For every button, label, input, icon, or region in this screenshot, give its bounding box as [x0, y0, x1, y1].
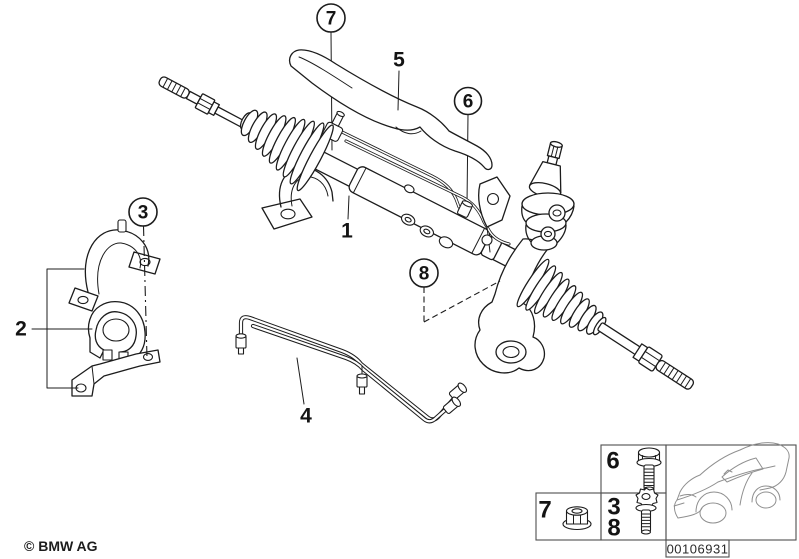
- callout-7-label[interactable]: 7: [326, 9, 337, 30]
- callout-5[interactable]: 5: [393, 49, 405, 72]
- leader-line-6: [466, 114, 469, 206]
- bellows-boot-right: [516, 258, 604, 335]
- leader-line-5: [397, 70, 400, 111]
- legend-ref-3: 3: [607, 494, 620, 521]
- part-number-box: [665, 539, 730, 558]
- callout-6[interactable]: 6: [453, 86, 483, 116]
- callout-3-label[interactable]: 3: [138, 203, 149, 224]
- callout-6-label[interactable]: 6: [463, 92, 474, 113]
- callout-8[interactable]: 8: [409, 258, 439, 288]
- torx-bolt-icon: [635, 487, 659, 535]
- legend-ref-8: 8: [607, 515, 620, 542]
- tie-rod-right: [592, 316, 695, 390]
- fastener-legend: 6 7 3 8: [535, 442, 797, 558]
- heat-shield-part: [288, 49, 493, 171]
- pinion-valve-housing: [474, 140, 575, 374]
- leader-line-8: [423, 280, 501, 323]
- leader-line-3: [142, 225, 148, 359]
- flange-nut-icon: [562, 506, 592, 531]
- part-number: 00106931: [667, 542, 729, 557]
- callout-4[interactable]: 4: [300, 405, 312, 428]
- legend-ref-7: 7: [538, 497, 551, 524]
- vehicle-thumbnail-box: [665, 444, 797, 541]
- callouts: 7 5 6 3 1 2 8 4: [15, 3, 501, 428]
- callout-8-label[interactable]: 8: [419, 264, 430, 285]
- hydraulic-pipes-part: [235, 315, 468, 424]
- callout-2[interactable]: 2: [15, 318, 27, 341]
- copyright-text: © BMW AG: [24, 538, 98, 554]
- rubber-mount-group: [68, 219, 161, 397]
- leader-line-2: [31, 268, 93, 389]
- callout-1[interactable]: 1: [341, 220, 353, 243]
- legend-ref-6: 6: [606, 448, 619, 475]
- callout-3[interactable]: 3: [128, 197, 158, 227]
- car-silhouette-icon: [673, 442, 790, 524]
- rack-tube: [292, 140, 525, 271]
- bellows-boot-left: [239, 109, 334, 192]
- leader-line-4: [296, 357, 305, 405]
- tie-rod-left: [158, 76, 246, 128]
- callout-7[interactable]: 7: [316, 3, 346, 33]
- leader-line-1: [347, 195, 350, 220]
- hex-flange-bolt-icon: [636, 447, 662, 492]
